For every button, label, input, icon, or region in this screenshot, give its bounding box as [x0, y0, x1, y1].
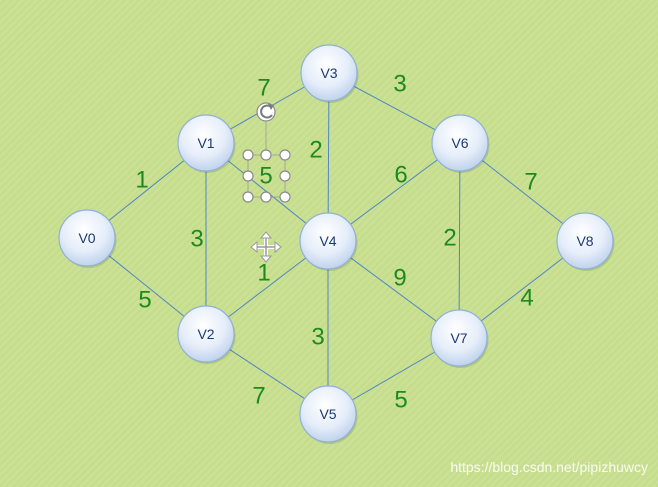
resize-handle-right[interactable]: [279, 170, 291, 182]
edge-weight-v2-v4[interactable]: 1: [257, 260, 270, 287]
edge-weight-v4-v6[interactable]: 6: [394, 162, 407, 189]
node-v6[interactable]: V6: [431, 114, 490, 173]
resize-handle-top-left[interactable]: [242, 149, 254, 161]
edge-weight-v1-v3[interactable]: 7: [257, 75, 270, 102]
edge-weight-v6-v7[interactable]: 2: [443, 225, 456, 252]
resize-handle-bottom[interactable]: [260, 191, 272, 203]
node-circle[interactable]: [177, 114, 235, 172]
edge-weight-v1-v4[interactable]: 5: [259, 163, 272, 190]
selection-box[interactable]: [242, 102, 291, 203]
node-v3[interactable]: V3: [300, 44, 359, 103]
edge-weight-v4-v5[interactable]: 3: [311, 324, 324, 351]
node-label: V7: [450, 330, 467, 346]
node-v8[interactable]: V8: [556, 212, 615, 271]
move-cursor-icon: [250, 231, 282, 263]
node-label: V8: [576, 233, 593, 249]
node-circle[interactable]: [431, 114, 489, 172]
edge-weight-v0-v2[interactable]: 5: [138, 287, 151, 314]
node-circle[interactable]: [430, 309, 488, 367]
node-v4[interactable]: V4: [299, 212, 358, 271]
resize-handle-top-right[interactable]: [279, 149, 291, 161]
edge-weight-v0-v1[interactable]: 1: [135, 167, 148, 194]
edge-weight-v4-v7[interactable]: 9: [393, 265, 406, 292]
edge-weight-v7-v8[interactable]: 4: [520, 285, 533, 312]
node-circle[interactable]: [300, 44, 358, 102]
node-circle[interactable]: [58, 209, 116, 267]
node-circle[interactable]: [556, 212, 614, 270]
edge-weight-v1-v2[interactable]: 3: [190, 226, 203, 253]
node-circle[interactable]: [299, 385, 357, 443]
node-label: V6: [451, 135, 468, 151]
node-v2[interactable]: V2: [177, 305, 236, 364]
node-label: V4: [319, 233, 336, 249]
resize-handle-top[interactable]: [260, 149, 272, 161]
node-circle[interactable]: [299, 212, 357, 270]
watermark-url: https://blog.csdn.net/pipizhuwcy: [450, 459, 648, 475]
resize-handle-bottom-right[interactable]: [279, 191, 291, 203]
edge-weight-v5-v7[interactable]: 5: [394, 387, 407, 414]
resize-handle-bottom-left[interactable]: [242, 191, 254, 203]
node-label: V3: [320, 65, 337, 81]
node-v0[interactable]: V0: [58, 209, 117, 268]
node-v1[interactable]: V1: [177, 114, 236, 173]
rotate-icon[interactable]: [256, 102, 276, 122]
edge-weight-v6-v8[interactable]: 7: [524, 169, 537, 196]
node-label: V0: [78, 230, 95, 246]
resize-handle-left[interactable]: [242, 170, 254, 182]
node-circle[interactable]: [177, 305, 235, 363]
edge-v6-v7[interactable]: [458, 142, 461, 339]
edge-weight-v3-v4[interactable]: 2: [309, 137, 322, 164]
node-label: V1: [197, 135, 214, 151]
node-label: V5: [319, 406, 336, 422]
node-label: V2: [197, 326, 214, 342]
node-v7[interactable]: V7: [430, 309, 489, 368]
edge-weight-v3-v6[interactable]: 3: [393, 71, 406, 98]
edge-weight-v2-v5[interactable]: 7: [252, 383, 265, 410]
node-v5[interactable]: V5: [299, 385, 358, 444]
